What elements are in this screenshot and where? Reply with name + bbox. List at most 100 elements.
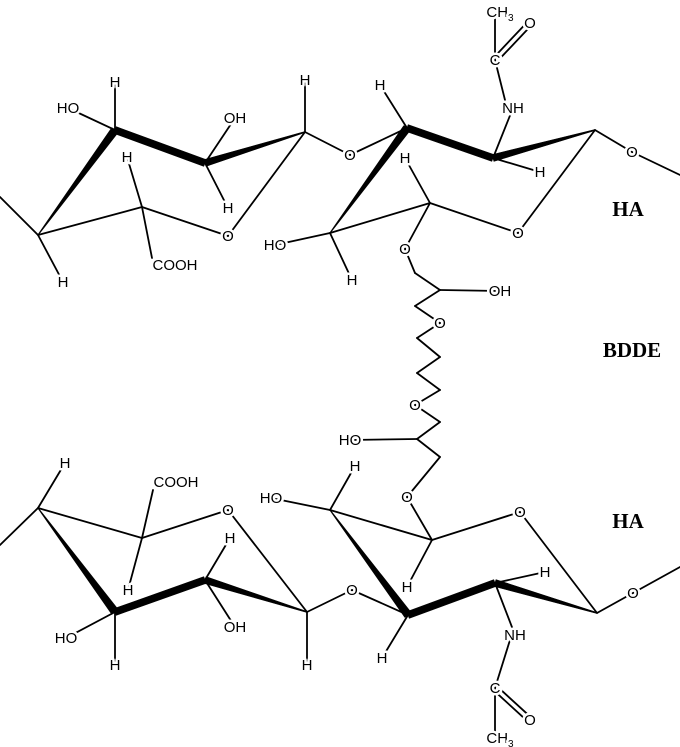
wedge-bond — [37, 127, 119, 236]
single-bond — [519, 511, 598, 614]
atom-label-oh: OH — [224, 110, 247, 127]
double-bond-line — [495, 685, 533, 719]
atom-label-h: H — [225, 530, 236, 547]
bonds — [0, 13, 680, 734]
ch3-subscript: 3 — [508, 739, 514, 747]
atom-label-ho: HO — [264, 237, 287, 254]
atom-label-nh: NH — [504, 627, 526, 644]
wedge-bonds — [37, 124, 598, 619]
single-bond — [517, 129, 596, 234]
single-bond — [416, 421, 441, 440]
atom-label-c: C — [490, 52, 501, 69]
single-bond — [270, 497, 331, 511]
single-bond — [414, 272, 441, 291]
single-bond — [141, 509, 229, 539]
atom-label-h: H — [110, 657, 121, 674]
single-bond — [492, 157, 541, 173]
atom-label-h: H — [302, 657, 313, 674]
single-bond — [414, 404, 441, 423]
atom-label-oh: OH — [224, 619, 247, 636]
double-bond-line — [495, 23, 533, 63]
wedge-bond — [491, 129, 596, 162]
atom-label-cooh: COOH — [153, 257, 198, 274]
atom-label-ho: HO — [55, 630, 78, 647]
single-bond — [349, 438, 418, 441]
atom-label-o: O — [222, 502, 234, 519]
atom-label-o: O — [524, 712, 536, 729]
atom-label-ch3: CH3 — [486, 4, 514, 24]
atom-label-o: O — [626, 144, 638, 161]
single-bond — [204, 579, 236, 628]
single-bond — [274, 232, 331, 246]
wedge-bond — [203, 131, 306, 167]
single-bond — [227, 509, 308, 613]
label-bdde: BDDE — [603, 338, 661, 362]
single-bond — [304, 131, 351, 156]
atom-label-h: H — [123, 582, 134, 599]
single-bond — [349, 127, 408, 156]
single-bond — [329, 465, 356, 511]
atom-label-ch3: CH3 — [486, 730, 514, 747]
single-bond — [37, 507, 143, 539]
atom-label-oh: OH — [489, 283, 512, 300]
atom-label-o: O — [514, 504, 526, 521]
single-bond — [329, 202, 431, 234]
atom-label-h: H — [110, 74, 121, 91]
atom-label-o: O — [434, 315, 446, 332]
atom-label-c: C — [490, 680, 501, 697]
single-bond — [126, 156, 143, 208]
atom-label-o: O — [346, 582, 358, 599]
double-bond-line — [492, 20, 530, 60]
single-bond — [37, 462, 66, 509]
single-bond — [414, 289, 441, 307]
atom-label-h: H — [402, 579, 413, 596]
single-bond — [404, 248, 416, 274]
wedge-bond — [405, 124, 495, 162]
atom-label-o: O — [409, 397, 421, 414]
wedge-bond — [329, 509, 412, 618]
single-bond — [141, 206, 153, 259]
atom-label-o: O — [222, 228, 234, 245]
atom-label-o: O — [401, 489, 413, 506]
single-bond — [416, 438, 441, 458]
atom-label-h: H — [58, 274, 69, 291]
single-bond — [404, 202, 431, 250]
atom-label-h: H — [347, 272, 358, 289]
atom-label-cooh: COOH — [154, 474, 199, 491]
atom-label-ho: HO — [339, 432, 362, 449]
single-bond — [351, 589, 409, 616]
single-bond — [494, 571, 546, 584]
single-bond — [494, 639, 511, 689]
single-bond — [204, 117, 236, 164]
atom-label-h: H — [350, 458, 361, 475]
single-bond — [494, 582, 516, 636]
atom-label-h: H — [60, 455, 71, 472]
single-bond — [329, 509, 433, 541]
atom-label-h: H — [540, 564, 551, 581]
single-bond — [494, 59, 506, 101]
atom-label-o: O — [344, 147, 356, 164]
wedge-bond — [329, 125, 411, 234]
single-bond — [594, 129, 633, 153]
single-bond — [127, 537, 143, 591]
single-bond — [204, 162, 229, 209]
single-bond — [379, 84, 408, 129]
ch3-main: CH — [486, 730, 508, 747]
single-bond — [227, 131, 306, 237]
single-bond — [406, 539, 433, 588]
atom-label-h: H — [377, 650, 388, 667]
wedge-bond — [406, 579, 497, 619]
wedge-bond — [493, 579, 598, 614]
single-bond — [416, 356, 441, 374]
single-bond — [37, 234, 64, 283]
single-bond — [65, 611, 116, 639]
wedge-bond — [37, 507, 119, 615]
single-bond — [329, 232, 353, 281]
ch3-subscript: 3 — [508, 13, 514, 24]
single-bond — [306, 589, 353, 613]
single-bond — [0, 507, 39, 546]
label-lower-ha: HA — [612, 509, 644, 533]
